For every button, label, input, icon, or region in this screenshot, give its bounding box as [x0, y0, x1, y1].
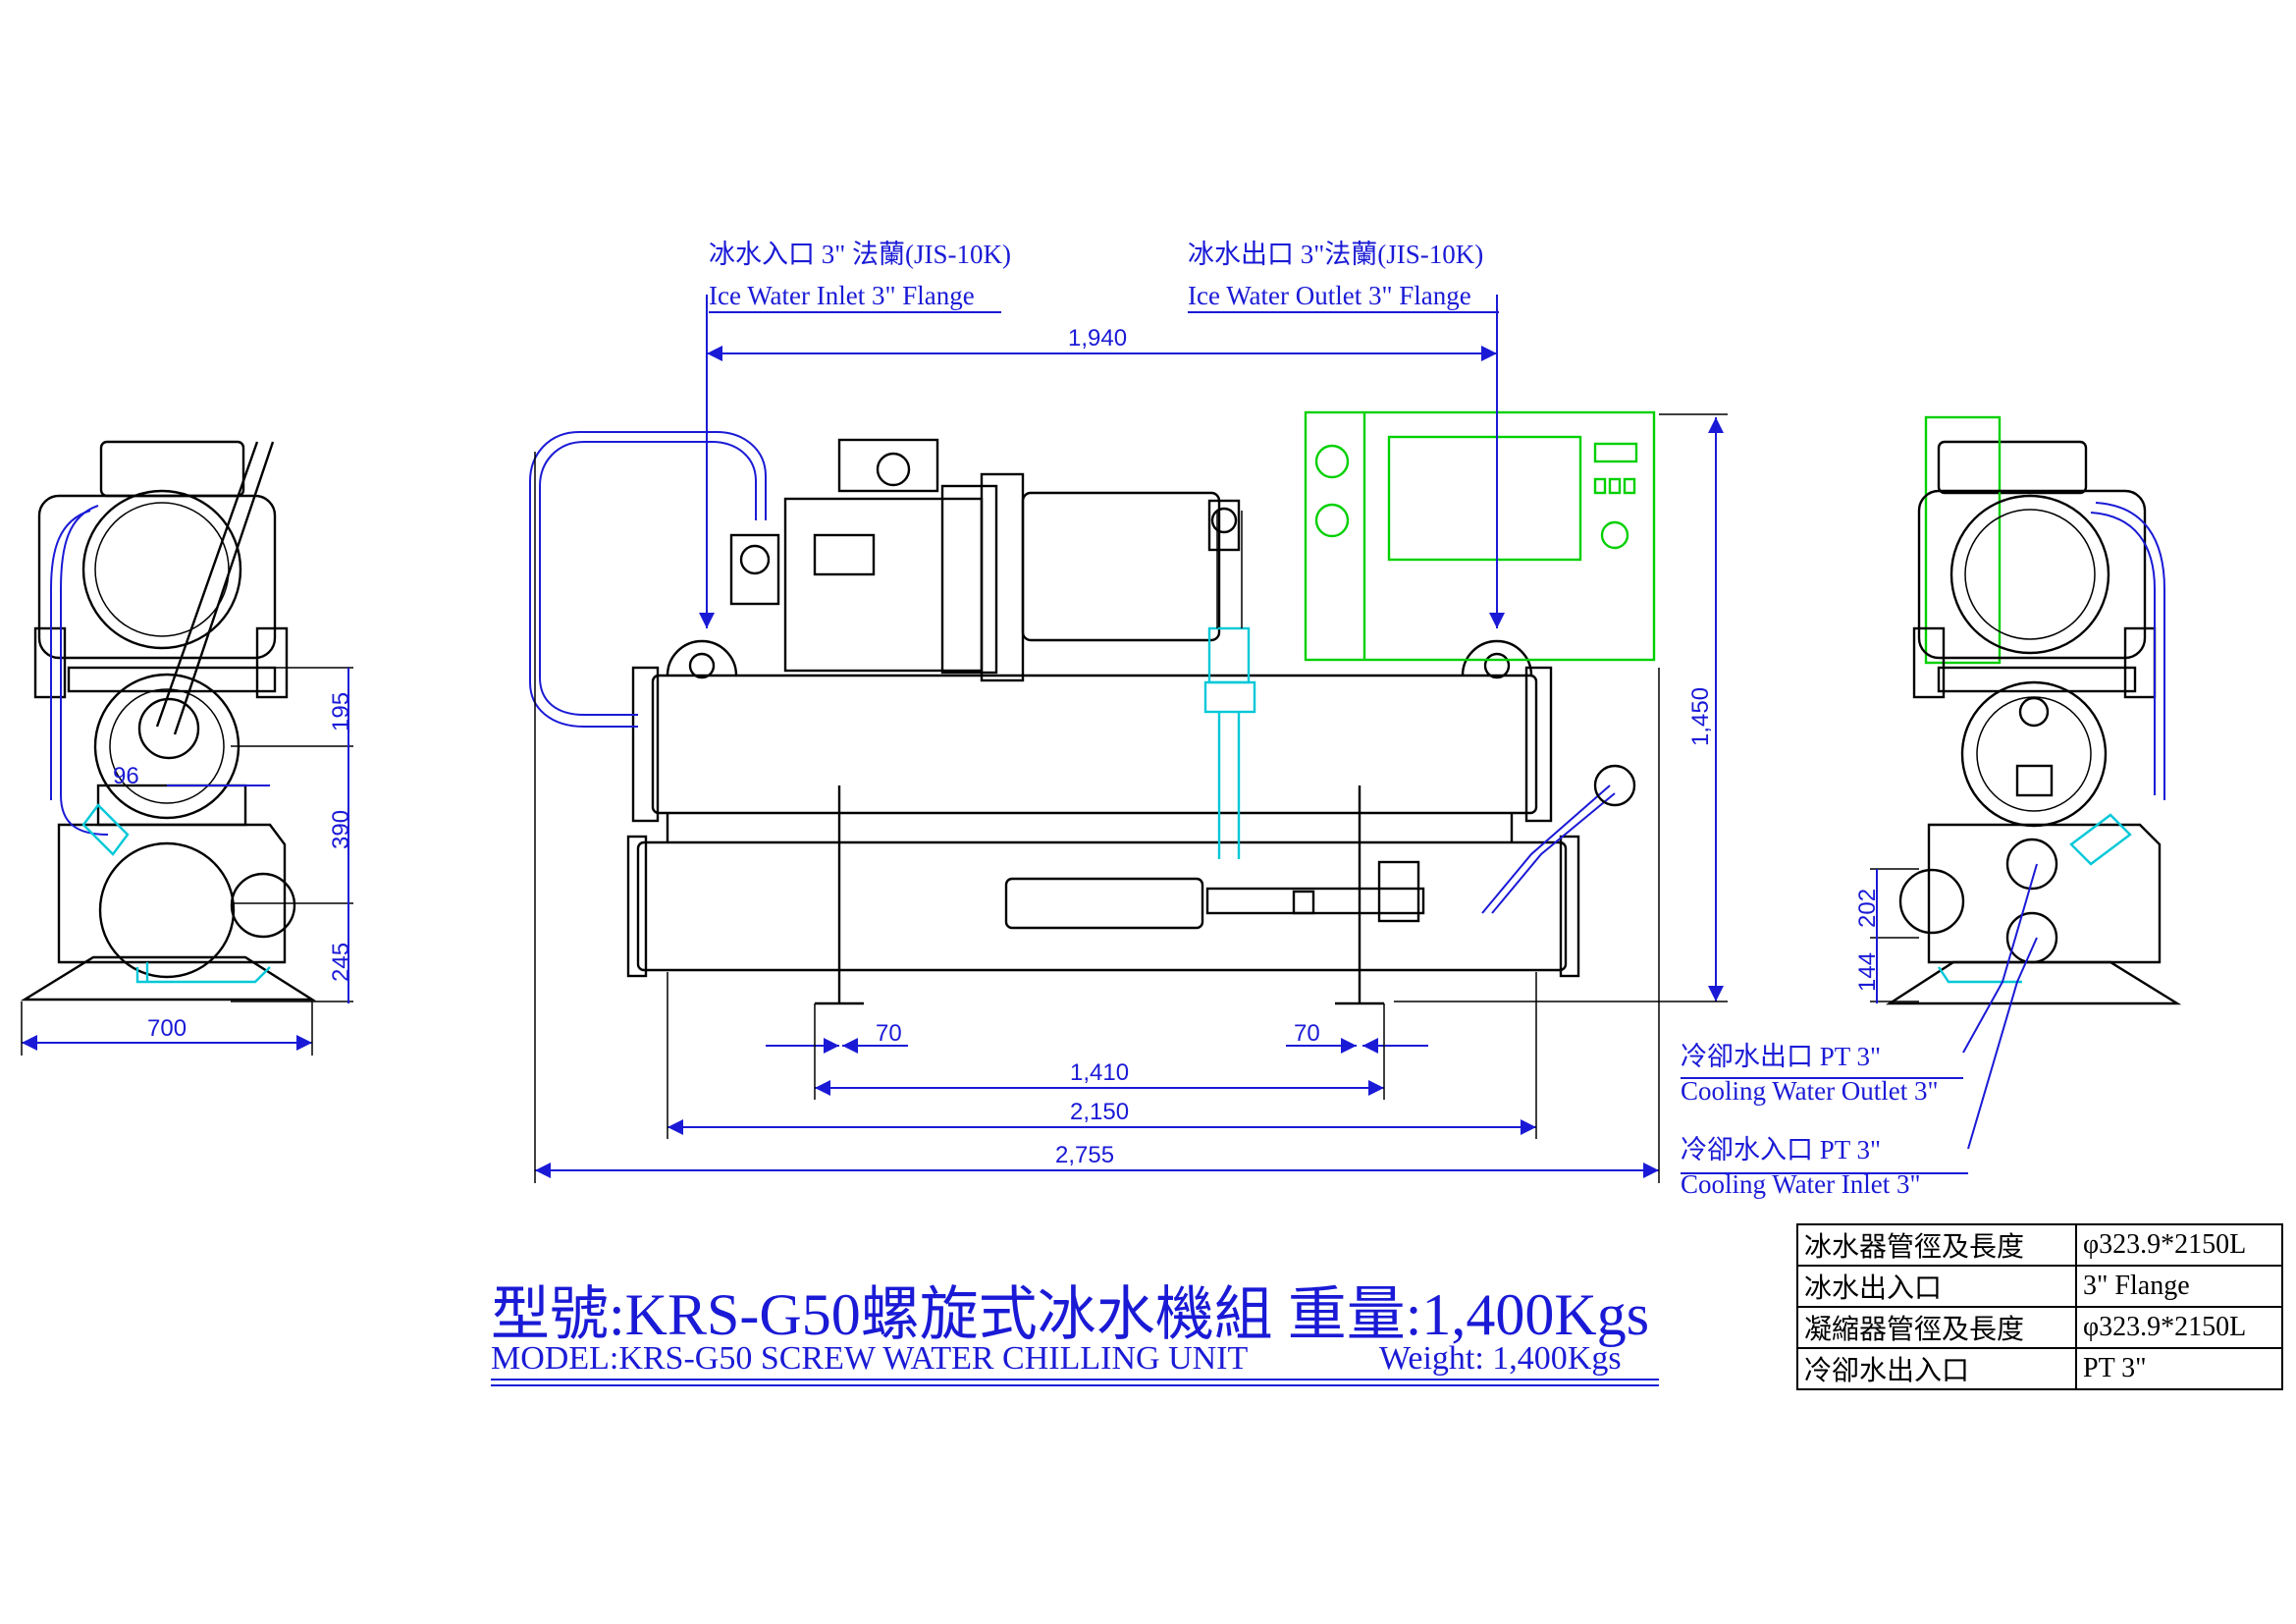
title-weight: Weight: 1,400Kgs	[1379, 1340, 1622, 1377]
table-row: 冰水出入口 3" Flange	[1796, 1265, 2283, 1308]
spec-label: 冰水器管徑及長度	[1796, 1223, 2077, 1267]
dim-top-span: 1,940	[1068, 325, 1127, 352]
table-row: 冰水器管徑及長度 φ323.9*2150L	[1796, 1223, 2283, 1267]
callout-ice-inlet-en: Ice Water Inlet 3" Flange	[709, 281, 975, 310]
dim-1410: 1,410	[1070, 1059, 1129, 1086]
callout-cooling-inlet-zh: 冷卻水入口 PT 3"	[1681, 1135, 1881, 1164]
right-side-view	[1681, 415, 2182, 1174]
spec-value: φ323.9*2150L	[2075, 1306, 2283, 1349]
dim-right-202: 202	[1854, 889, 1881, 928]
callout-cooling-outlet-en: Cooling Water Outlet 3"	[1681, 1076, 1939, 1106]
dimension-labels: 1,940 1,450 70 70 1,410 2,150 2,755 700 …	[113, 325, 1881, 1168]
dim-2150: 2,150	[1070, 1099, 1129, 1125]
callout-cooling-inlet-en: Cooling Water Inlet 3"	[1681, 1169, 1921, 1199]
spec-value: 3" Flange	[2075, 1265, 2283, 1308]
title-underline-double	[491, 1384, 1659, 1386]
spec-table: 冰水器管徑及長度 φ323.9*2150L 冰水出入口 3" Flange 凝縮…	[1796, 1223, 2283, 1390]
dim-side-195: 195	[328, 692, 354, 731]
title-chinese: 型號:KRS-G50螺旋式冰水機組 重量:1,400Kgs	[491, 1282, 1650, 1347]
callouts: 冰水入口 3" 法蘭(JIS-10K) Ice Water Inlet 3" F…	[709, 240, 1939, 1199]
dim-foot-right: 70	[1294, 1020, 1320, 1047]
dim-side-390: 390	[328, 810, 354, 849]
front-view	[529, 295, 1728, 1183]
spec-label: 冰水出入口	[1796, 1265, 2077, 1308]
title-english: MODEL:KRS-G50 SCREW WATER CHILLING UNIT	[491, 1340, 1249, 1377]
spec-label: 冷卻水出入口	[1796, 1347, 2077, 1390]
dim-foot-left: 70	[876, 1020, 902, 1047]
table-row: 凝縮器管徑及長度 φ323.9*2150L	[1796, 1306, 2283, 1349]
spec-value: PT 3"	[2075, 1347, 2283, 1390]
spec-label: 凝縮器管徑及長度	[1796, 1306, 2077, 1349]
callout-ice-outlet-en: Ice Water Outlet 3" Flange	[1188, 281, 1471, 310]
callout-cooling-outlet-zh: 冷卻水出口 PT 3"	[1681, 1042, 1881, 1071]
dim-height: 1,450	[1687, 687, 1714, 746]
spec-value: φ323.9*2150L	[2075, 1223, 2283, 1267]
callout-ice-inlet-zh: 冰水入口 3" 法蘭(JIS-10K)	[709, 240, 1011, 269]
dim-side-245: 245	[328, 943, 354, 982]
dim-right-144: 144	[1854, 952, 1881, 992]
dim-side-96: 96	[113, 763, 139, 789]
callout-ice-outlet-zh: 冰水出口 3"法蘭(JIS-10K)	[1188, 240, 1483, 269]
title-underline	[491, 1379, 1659, 1380]
dim-2755: 2,755	[1055, 1142, 1114, 1168]
table-row: 冷卻水出入口 PT 3"	[1796, 1347, 2283, 1390]
left-side-view	[20, 440, 353, 1056]
dim-side-width: 700	[147, 1015, 187, 1042]
